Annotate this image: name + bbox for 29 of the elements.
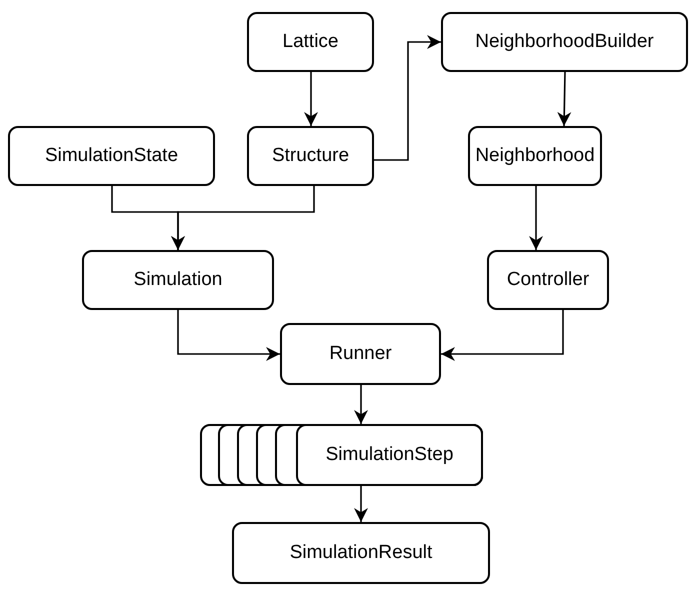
- box-label: Neighborhood: [475, 145, 595, 167]
- arrow: [557, 72, 572, 126]
- arrow: [529, 186, 543, 250]
- class-box: [247, 126, 374, 186]
- arrow: [177, 310, 280, 361]
- class-box: [487, 250, 609, 310]
- arrow: [171, 186, 315, 250]
- box-label: Controller: [506, 269, 590, 291]
- class-box: [468, 126, 602, 186]
- class-box: [247, 12, 374, 72]
- box-label: Structure: [272, 145, 350, 167]
- arrow: [354, 385, 368, 424]
- box-label: Lattice: [282, 31, 338, 53]
- class-box: [441, 12, 688, 72]
- arrow: [374, 35, 441, 161]
- box-label: SimulationResult: [290, 542, 432, 564]
- class-box: [232, 522, 490, 584]
- arrow: [354, 486, 368, 522]
- arrow: [441, 310, 564, 361]
- class-box: [82, 250, 274, 310]
- box-label: SimulationState: [44, 145, 178, 167]
- arrow: [304, 72, 318, 126]
- class-box: [8, 126, 215, 186]
- class-box: [296, 424, 483, 486]
- box-label: Simulation: [134, 269, 222, 291]
- box-label: NeighborhoodBuilder: [475, 31, 654, 53]
- box-label: Runner: [329, 343, 392, 365]
- box-label: SimulationStep: [326, 444, 454, 466]
- class-box: [280, 323, 441, 385]
